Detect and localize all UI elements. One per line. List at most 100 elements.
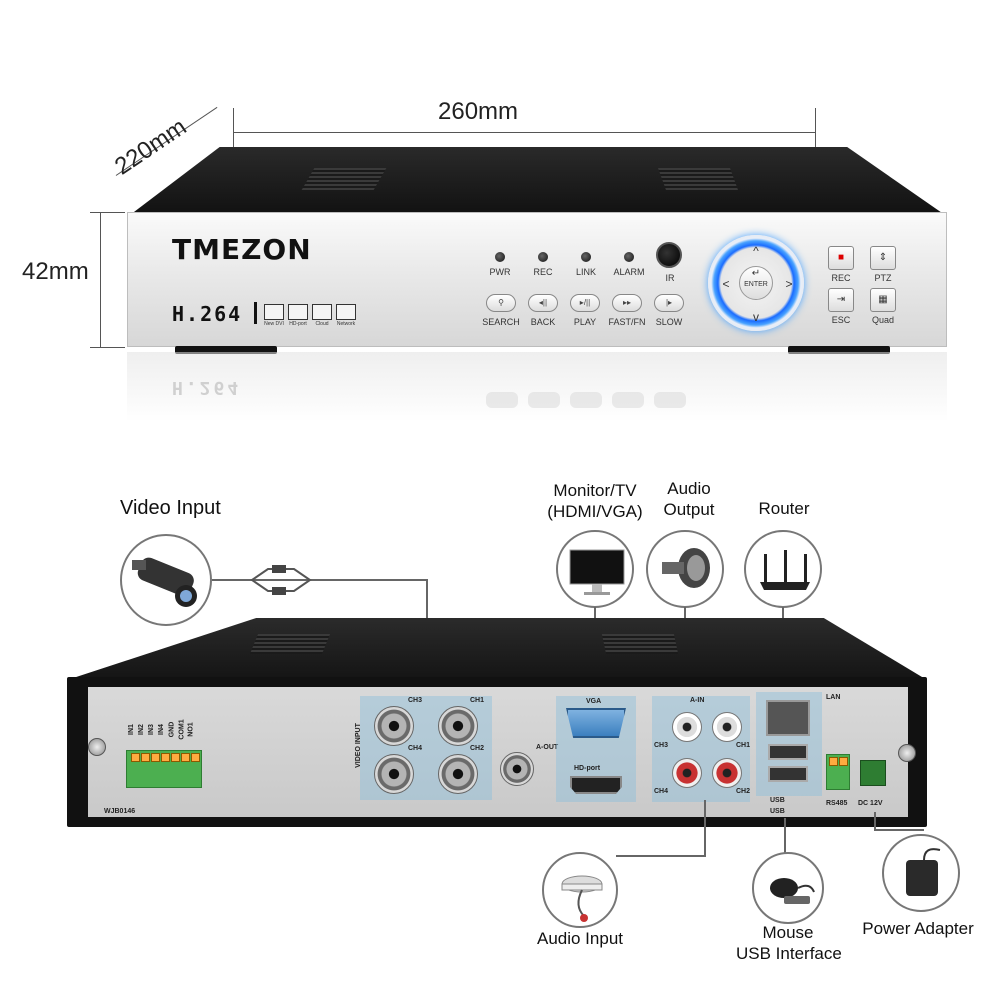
audio-ch3-label: CH3 bbox=[654, 742, 669, 749]
rear-unit-top bbox=[67, 618, 927, 680]
alarm-terminal-labels: IN1 IN2 IN3 IN4 GND COM1 NO1 bbox=[124, 718, 214, 748]
dpad-up-icon[interactable]: ^ bbox=[753, 244, 759, 258]
height-label: 42mm bbox=[22, 258, 89, 285]
depth-label: 220mm bbox=[110, 113, 192, 181]
screw-left-icon bbox=[88, 738, 106, 756]
ptz-icon: ⇕ bbox=[878, 252, 888, 263]
alarm-in4: IN4 bbox=[157, 724, 165, 735]
lan-port[interactable] bbox=[766, 700, 810, 736]
a-in-label: A-IN bbox=[690, 697, 705, 704]
bnc-ch3-port[interactable] bbox=[374, 706, 414, 746]
hdmi-port[interactable] bbox=[570, 776, 622, 794]
screw-right-icon bbox=[898, 744, 916, 762]
rs485-label: RS485 bbox=[826, 800, 848, 807]
height-tick-top bbox=[90, 212, 125, 213]
reflection-button-1 bbox=[486, 392, 518, 408]
ir-receiver-icon bbox=[656, 242, 682, 268]
rec-button-label: REC bbox=[831, 273, 851, 283]
usb-line bbox=[784, 818, 786, 858]
monitor-label-line2: (HDMI/VGA) bbox=[547, 502, 643, 521]
bnc-ch2-label: CH2 bbox=[470, 745, 485, 752]
bnc-cable-icon bbox=[248, 563, 314, 597]
dc-power-port[interactable] bbox=[860, 760, 886, 786]
play-button[interactable]: ▸/|| bbox=[570, 294, 600, 312]
reflection-button-5 bbox=[654, 392, 686, 408]
usb-port-2[interactable] bbox=[768, 766, 808, 782]
pwr-led bbox=[495, 252, 505, 262]
mouse-label: Mouse USB Interface bbox=[736, 922, 842, 964]
new-dvi-label: New DVI bbox=[264, 321, 284, 327]
terminal-pin bbox=[141, 753, 150, 762]
mouse-bubble bbox=[752, 852, 824, 924]
video-line-h bbox=[212, 579, 427, 581]
alarm-com1: COM1 bbox=[178, 719, 186, 740]
rear-vent-left bbox=[249, 634, 331, 654]
quad-button[interactable]: ▦ bbox=[870, 288, 896, 312]
cloud-label: Cloud bbox=[315, 321, 329, 327]
rs485-terminal[interactable] bbox=[826, 754, 850, 790]
speaker-bubble bbox=[646, 530, 724, 608]
terminal-pin bbox=[131, 753, 140, 762]
esc-button[interactable]: ⇥ bbox=[828, 288, 854, 312]
audio-out-port[interactable] bbox=[500, 752, 534, 786]
top-vent-right bbox=[657, 168, 739, 190]
monitor-bubble bbox=[556, 530, 634, 608]
alarm-no1: NO1 bbox=[187, 722, 195, 737]
audio-in-ch2-port[interactable] bbox=[712, 758, 742, 788]
monitor-icon bbox=[569, 549, 625, 595]
rec-led bbox=[538, 252, 548, 262]
alarm-terminal-block[interactable] bbox=[126, 750, 202, 788]
codec-divider bbox=[254, 302, 257, 324]
vga-label: VGA bbox=[586, 698, 602, 705]
audio-output-line2: Output bbox=[663, 500, 715, 519]
speaker-icon bbox=[662, 548, 710, 588]
front-panel bbox=[127, 212, 947, 347]
fast-forward-button[interactable]: ▸▸ bbox=[612, 294, 642, 312]
front-foot-left bbox=[175, 346, 277, 354]
power-line-h bbox=[874, 829, 924, 831]
ptz-button[interactable]: ⇕ bbox=[870, 246, 896, 270]
front-reflection bbox=[127, 352, 947, 422]
dpad-left-icon[interactable]: < bbox=[722, 277, 730, 291]
usb-label-2: USB bbox=[770, 808, 785, 815]
router-bubble bbox=[744, 530, 822, 608]
fast-fn-label: FAST/FN bbox=[608, 317, 646, 327]
rear-vent-right bbox=[601, 634, 679, 654]
network-label: Network bbox=[336, 321, 356, 327]
hdmi-label: HD-port bbox=[574, 765, 601, 772]
width-tick-right bbox=[815, 108, 816, 150]
ir-label: IR bbox=[665, 273, 675, 283]
audio-output-line1: Audio bbox=[667, 479, 711, 498]
usb-port-1[interactable] bbox=[768, 744, 808, 760]
monitor-label-line1: Monitor/TV bbox=[553, 481, 637, 500]
vga-port[interactable] bbox=[566, 708, 626, 738]
power-adapter-icon bbox=[906, 848, 941, 896]
alarm-in2: IN2 bbox=[137, 724, 145, 735]
dpad-right-icon[interactable]: > bbox=[785, 277, 793, 291]
new-dvi-icon bbox=[264, 304, 284, 320]
slow-button[interactable]: |▸ bbox=[654, 294, 684, 312]
bnc-ch4-port[interactable] bbox=[374, 754, 414, 794]
audio-in-line-h bbox=[616, 855, 706, 857]
audio-ch4-label: CH4 bbox=[654, 788, 669, 795]
a-out-label: A-OUT bbox=[536, 744, 559, 751]
back-button[interactable]: ◂|| bbox=[528, 294, 558, 312]
audio-in-ch4-port[interactable] bbox=[672, 758, 702, 788]
bnc-ch1-port[interactable] bbox=[438, 706, 478, 746]
hd-port-icon bbox=[288, 304, 308, 320]
bnc-ch1-label: CH1 bbox=[470, 697, 485, 704]
terminal-pin bbox=[151, 753, 160, 762]
reflection-button-3 bbox=[570, 392, 602, 408]
height-dimension-line bbox=[100, 212, 101, 348]
reflection-button-4 bbox=[612, 392, 644, 408]
cloud-icon bbox=[312, 304, 332, 320]
enter-button[interactable]: ↵ ENTER bbox=[739, 266, 773, 300]
bnc-ch2-port[interactable] bbox=[438, 754, 478, 794]
search-button[interactable]: ⚲ bbox=[486, 294, 516, 312]
audio-in-ch1-port[interactable] bbox=[712, 712, 742, 742]
dpad-down-icon[interactable]: v bbox=[753, 310, 759, 324]
link-led bbox=[581, 252, 591, 262]
lan-label: LAN bbox=[826, 694, 841, 701]
audio-in-ch3-port[interactable] bbox=[672, 712, 702, 742]
rec-button[interactable]: ■ bbox=[828, 246, 854, 270]
